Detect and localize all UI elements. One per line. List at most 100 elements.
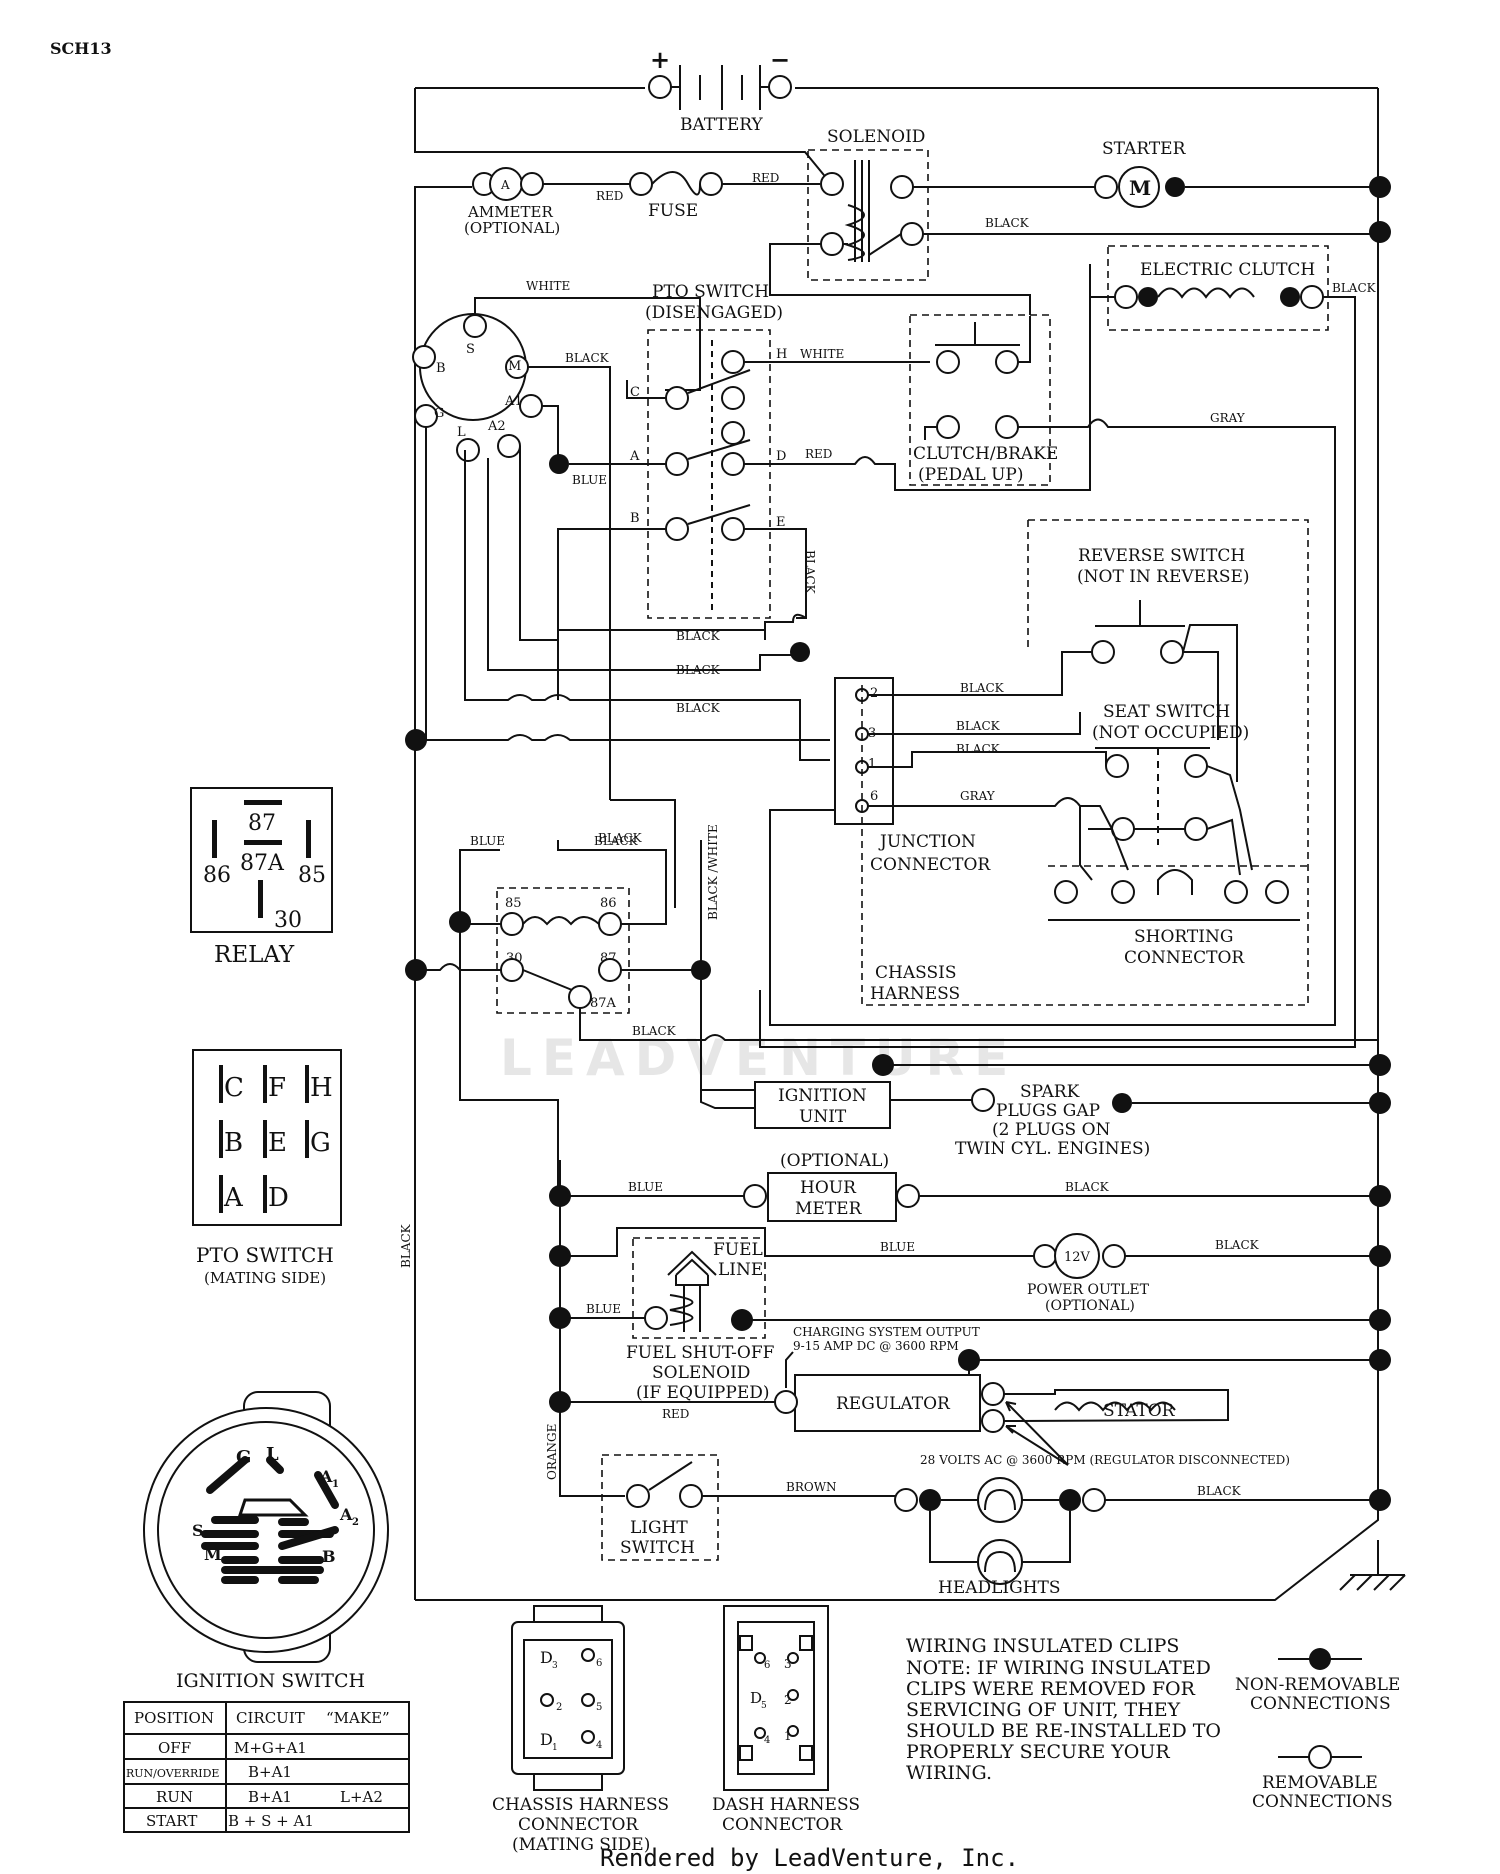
chassis-pin-d1: D [540,1730,553,1749]
note-line-6: WIRING. [906,1762,992,1784]
wire-black-6: BLACK [956,742,1001,756]
dash-harness-connector: 6 3 D 5 2 4 1 [723,1605,829,1791]
junction-connector: 2 3 1 6 JUNCTION CONNECTOR [834,677,991,875]
table-row-2-pos: RUN [156,1788,193,1806]
light-switch-label-1: LIGHT [630,1518,688,1538]
relay-term-87a: 87A [590,996,617,1011]
headlights: HEADLIGHTS [894,1477,1106,1598]
junction-pin-2: 2 [870,686,878,701]
chassis-pin-d3-sub: 3 [552,1661,558,1671]
wire-black-10: BLACK [594,834,639,848]
wire-black-3: BLACK [676,629,721,643]
wire-black-white: BLACK /WHITE [706,824,720,920]
ign-face-a2: A [339,1505,353,1524]
wire-black-8: BLACK [676,701,721,715]
light-switch-label-2: SWITCH [620,1538,695,1558]
wire-blue-5: BLUE [880,1240,915,1254]
ignition-unit: IGNITION UNIT [754,1081,891,1129]
junction-label: JUNCTION [878,832,976,852]
shorting-connector-label: CONNECTOR [1124,948,1245,968]
wire-red-4: RED [662,1407,689,1421]
note-line-5: PROPERLY SECURE YOUR [906,1741,1170,1763]
junction-pin-1: 1 [868,757,876,772]
wire-black-13: BLACK [1215,1238,1260,1252]
dash-pin-d5: D [750,1689,762,1707]
wire-white-1: WHITE [526,279,570,293]
table-row-1-circ: B+A1 [248,1763,292,1781]
spark-label-4: TWIN CYL. ENGINES) [955,1139,1150,1159]
spark-label-1: SPARK [1020,1082,1080,1102]
seat-switch-state: (NOT OCCUPIED) [1092,723,1249,743]
dash-pin-3: 3 [784,1657,792,1671]
legend-nonrem-1: NON-REMOVABLE [1235,1675,1400,1695]
pto-switch-mating: C F H B E G A D [192,1049,342,1226]
stator: STATOR [1003,1389,1229,1422]
reverse-switch-label: REVERSE SWITCH [1078,546,1245,566]
chassis-pin-2: 2 [556,1702,562,1713]
battery-plus-sign: + [650,45,670,74]
fuel-line-label-2: LINE [718,1260,763,1280]
seat-switch-label: SEAT SWITCH [1103,702,1230,722]
note-title: WIRING INSULATED CLIPS [906,1635,1179,1657]
power-outlet: 12V POWER OUTLET (OPTIONAL) [1027,1233,1150,1314]
ignition-switch-label: IGNITION SWITCH [176,1670,365,1692]
pto-pin-g: G [310,1128,331,1158]
wire-black-2: BLACK [565,351,610,365]
battery-minus-sign: − [770,45,790,74]
electric-clutch: ELECTRIC CLUTCH [1107,245,1329,331]
reverse-switch-state: (NOT IN REVERSE) [1077,567,1250,587]
ign-face-b: B [322,1547,336,1566]
pto-pin-a: A [223,1183,244,1213]
pto-term-c: C [630,385,640,400]
table-row-3-circ: B + S + A1 [228,1812,314,1830]
legend-rem-1: REMOVABLE [1262,1773,1378,1793]
note-line-4: SHOULD BE RE-INSTALLED TO [906,1720,1221,1742]
wire-blue-3: BLUE [628,1180,663,1194]
dash-conn-label-1: DASH HARNESS [712,1795,860,1815]
chassis-conn-label-3: (MATING SIDE) [512,1835,650,1855]
starter: M STARTER [1094,139,1187,208]
fuse-label: FUSE [648,201,698,221]
wire-black-11: BLACK [632,1024,677,1038]
table-row-1-pos: RUN/OVERRIDE [126,1767,219,1780]
pto-switch-label: PTO SWITCH [652,282,769,302]
wire-red-2: RED [752,171,779,185]
wire-orange: ORANGE [545,1424,559,1480]
ign-face-l: L [266,1444,279,1465]
note-line-1: NOTE: IF WIRING INSULATED [906,1657,1211,1679]
spark-plugs-label: SPARK PLUGS GAP (2 PLUGS ON TWIN CYL. EN… [955,1082,1150,1159]
chassis-pin-d1-sub: 1 [552,1743,558,1753]
footer-credit: Rendered by LeadVenture, Inc. [600,1844,1019,1872]
ignition-table: POSITION CIRCUIT “MAKE” OFF M+G+A1 RUN/O… [123,1701,410,1833]
dash-pin-d5-sub: 5 [761,1701,767,1711]
harness-label: HARNESS [870,984,960,1004]
relay-pin-86: 86 [203,863,231,888]
pto-mating-label-1: PTO SWITCH [196,1243,334,1267]
relay-pin-87a: 87A [240,851,285,876]
starter-motor-glyph: M [1129,176,1151,200]
pto-term-e: E [776,515,786,530]
hour-label-2: METER [795,1199,863,1219]
ign-term-s: S [466,342,475,357]
ign-term-g: G [434,406,444,421]
dash-pin-2: 2 [784,1693,792,1707]
wire-black-solenoid: BLACK [985,216,1030,230]
ign-face-s: S [192,1521,204,1540]
wire-blue-2: BLUE [470,834,505,848]
power-outlet-label-1: POWER OUTLET [1027,1282,1150,1298]
pto-pin-d: D [268,1183,289,1213]
fuel-shutoff-solenoid: FUEL LINE FUEL SHUT-OFF SOLENOID (IF EQU… [626,1237,775,1403]
wire-black-ground: BLACK [399,1223,413,1268]
table-row-3-pos: START [146,1812,197,1830]
chassis-harness-area: CHASSIS HARNESS [861,519,1309,1006]
pto-switch-state: (DISENGAGED) [645,303,783,323]
hour-optional-label: (OPTIONAL) [780,1151,889,1171]
frame-wiring [414,87,1406,1601]
relay-label: RELAY [214,942,295,968]
chassis-pin-d3: D [540,1648,553,1667]
fuel-shutoff-label-2: SOLENOID [652,1363,750,1383]
note-line-2: CLIPS WERE REMOVED FOR [906,1678,1196,1700]
wire-white-2: WHITE [800,347,844,361]
pto-term-b: B [630,511,640,526]
